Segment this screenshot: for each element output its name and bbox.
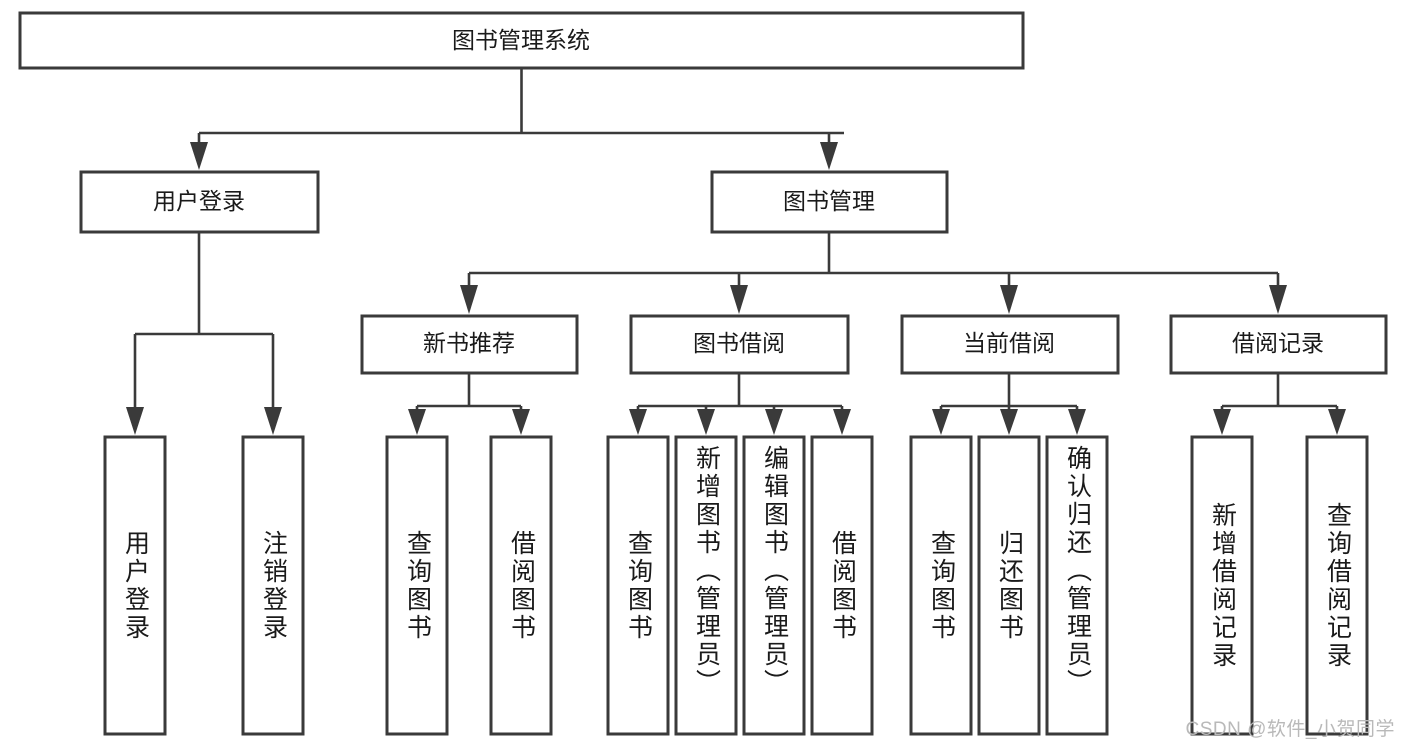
leaf-box-current-query[interactable] bbox=[909, 435, 973, 736]
connector-group-root bbox=[190, 68, 844, 170]
arrowhead-to-borrow-record bbox=[1269, 285, 1287, 314]
arrowhead-to-book-manage bbox=[820, 142, 838, 170]
leaf-boxes bbox=[103, 435, 1369, 736]
leaf-box-user-logout[interactable] bbox=[241, 435, 305, 736]
node-new-book-rec-label: 新书推荐 bbox=[423, 330, 515, 356]
node-book-manage-label: 图书管理 bbox=[783, 188, 875, 214]
connector-group-book-manage bbox=[460, 232, 1287, 314]
arrowhead-leaf-current-query bbox=[932, 409, 950, 435]
leaf-box-borrow-add[interactable] bbox=[674, 435, 738, 736]
arrowhead-to-user-login bbox=[190, 142, 208, 170]
node-book-borrow[interactable]: 图书借阅 bbox=[629, 314, 850, 375]
arrowhead-leaf-rec-borrow bbox=[512, 409, 530, 435]
arrowhead-to-current-borrow bbox=[1000, 285, 1018, 314]
leaf-box-rec-query[interactable] bbox=[385, 435, 449, 736]
node-new-book-rec-box[interactable] bbox=[360, 314, 579, 375]
connector-group-user-login bbox=[126, 232, 282, 435]
arrowhead-leaf-current-return bbox=[1000, 409, 1018, 435]
leaf-box-record-query[interactable] bbox=[1305, 435, 1369, 736]
node-current-borrow-box[interactable] bbox=[900, 314, 1120, 375]
connector-group-current-borrow bbox=[932, 373, 1086, 435]
node-root[interactable]: 图书管理系统 bbox=[18, 11, 1025, 70]
node-book-manage-box[interactable] bbox=[710, 170, 949, 234]
connector-group-book-borrow bbox=[629, 373, 851, 435]
arrowhead-leaf-user-login bbox=[126, 407, 144, 435]
leaf-box-current-confirm[interactable] bbox=[1045, 435, 1109, 736]
arrowhead-leaf-current-confirm bbox=[1068, 409, 1086, 435]
arrowhead-to-book-borrow bbox=[730, 285, 748, 314]
leaf-box-borrow-query[interactable] bbox=[606, 435, 670, 736]
arrowhead-leaf-user-logout bbox=[264, 407, 282, 435]
leaf-box-user-login[interactable] bbox=[103, 435, 167, 736]
node-current-borrow-label: 当前借阅 bbox=[963, 330, 1055, 356]
arrowhead-leaf-rec-query bbox=[408, 409, 426, 435]
arrowhead-leaf-borrow-edit bbox=[765, 409, 783, 435]
node-book-borrow-label: 图书借阅 bbox=[693, 330, 785, 356]
node-book-borrow-box[interactable] bbox=[629, 314, 850, 375]
node-user-login-box[interactable] bbox=[79, 170, 320, 234]
arrowhead-to-new-book-rec bbox=[460, 285, 478, 314]
node-book-manage[interactable]: 图书管理 bbox=[710, 170, 949, 234]
node-new-book-rec[interactable]: 新书推荐 bbox=[360, 314, 579, 375]
connector-group-new-book-rec bbox=[408, 373, 530, 435]
arrowhead-leaf-record-add bbox=[1213, 409, 1231, 435]
arrowhead-leaf-record-query bbox=[1328, 409, 1346, 435]
node-user-login[interactable]: 用户登录 bbox=[79, 170, 320, 234]
node-root-label: 图书管理系统 bbox=[452, 27, 590, 53]
arrowhead-leaf-borrow-lend bbox=[833, 409, 851, 435]
leaf-box-borrow-lend[interactable] bbox=[810, 435, 874, 736]
leaf-box-current-return[interactable] bbox=[977, 435, 1041, 736]
arrowhead-leaf-borrow-add bbox=[697, 409, 715, 435]
node-borrow-record-box[interactable] bbox=[1169, 314, 1388, 375]
leaf-box-borrow-edit[interactable] bbox=[742, 435, 806, 736]
node-borrow-record[interactable]: 借阅记录 bbox=[1169, 314, 1388, 375]
node-borrow-record-label: 借阅记录 bbox=[1232, 330, 1324, 356]
csdn-watermark: CSDN @软件_小贺同学 bbox=[1185, 719, 1395, 740]
node-user-login-label: 用户登录 bbox=[153, 188, 245, 214]
arrowhead-leaf-borrow-query bbox=[629, 409, 647, 435]
leaf-box-record-add[interactable] bbox=[1190, 435, 1254, 736]
leaf-box-rec-borrow[interactable] bbox=[489, 435, 553, 736]
connector-group-borrow-record bbox=[1213, 373, 1346, 435]
node-current-borrow[interactable]: 当前借阅 bbox=[900, 314, 1120, 375]
node-root-box[interactable] bbox=[18, 11, 1025, 70]
